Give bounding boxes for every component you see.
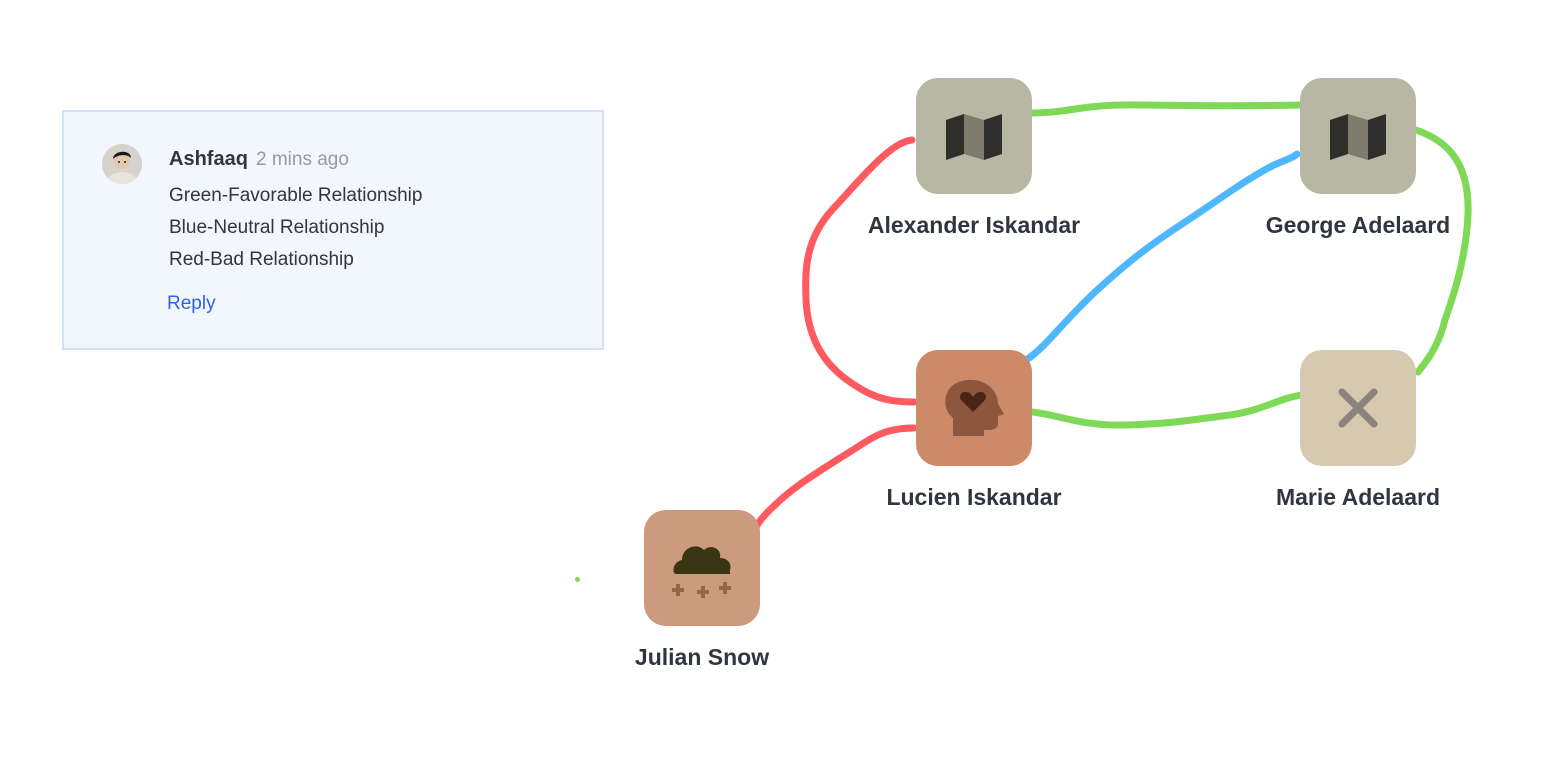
edge-lucien-marie <box>1028 391 1308 429</box>
node-label-julian-snow: Julian Snow <box>634 644 770 670</box>
edge-lucien-julian <box>752 424 918 531</box>
avatar[interactable] <box>102 144 142 184</box>
snow-cloud-icon <box>672 546 731 598</box>
comment-line-bad: Red-Bad Relationship <box>169 249 354 270</box>
map-icon <box>1330 114 1386 160</box>
comment-line-favorable: Green-Favorable Relationship <box>169 185 423 206</box>
comment-card: Ashfaaq 2 mins ago Green-Favorable Relat… <box>62 110 604 350</box>
stray-dot <box>575 577 580 582</box>
node-julian-snow[interactable] <box>644 510 760 626</box>
edge-alexander-george <box>1028 101 1308 117</box>
comment-author: Ashfaaq <box>169 148 248 170</box>
node-marie-adelaard[interactable] <box>1300 350 1416 466</box>
node-label-lucien-iskandar: Lucien Iskandar <box>886 484 1062 510</box>
map-icon <box>946 114 1002 160</box>
node-label-alexander-iskandar: Alexander Iskandar <box>867 212 1081 238</box>
edge-george-marie <box>1412 126 1472 376</box>
edge-lucien-george <box>1022 150 1301 364</box>
close-icon <box>1338 388 1378 428</box>
node-label-george-adelaard: George Adelaard <box>1265 212 1451 238</box>
edge-alexander-lucien <box>802 136 918 406</box>
comment-line-neutral: Blue-Neutral Relationship <box>169 217 385 238</box>
reply-link[interactable]: Reply <box>167 293 216 314</box>
comment-timestamp: 2 mins ago <box>256 149 349 170</box>
node-label-marie-adelaard: Marie Adelaard <box>1275 484 1441 510</box>
node-george-adelaard[interactable] <box>1300 78 1416 194</box>
node-alexander-iskandar[interactable] <box>916 78 1032 194</box>
node-lucien-iskandar[interactable] <box>916 350 1032 466</box>
head-heart-icon <box>945 379 1004 436</box>
